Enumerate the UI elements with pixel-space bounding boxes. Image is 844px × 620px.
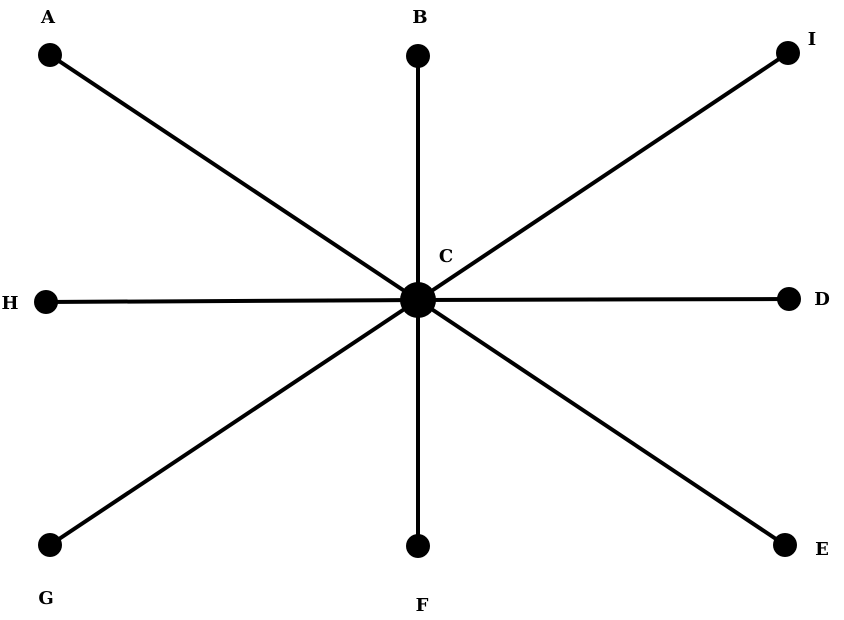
graph-nodes (34, 41, 801, 558)
edge-c-h (44, 298, 420, 304)
graph-node-labels: C A B I H D G F E (1, 7, 829, 616)
graph-edges (44, 51, 791, 548)
node-e (773, 533, 797, 557)
node-label-e: E (815, 539, 829, 560)
node-label-d: D (814, 289, 830, 310)
edge-c-i (416, 51, 790, 302)
node-d (777, 287, 801, 311)
node-label-f: F (416, 595, 429, 616)
node-f (406, 534, 430, 558)
node-label-h: H (1, 293, 18, 314)
edge-c-g (48, 298, 420, 547)
edge-c-e (416, 298, 787, 547)
edge-c-d (416, 297, 791, 302)
node-label-i: I (808, 29, 816, 50)
node-c (400, 282, 436, 318)
node-label-b: B (412, 7, 427, 28)
node-label-a: A (40, 7, 56, 28)
edge-c-a (48, 53, 420, 302)
node-g (38, 533, 62, 557)
node-label-c: C (439, 246, 453, 267)
node-i (776, 41, 800, 65)
node-label-g: G (38, 588, 53, 609)
node-b (406, 44, 430, 68)
node-a (38, 43, 62, 67)
node-h (34, 290, 58, 314)
